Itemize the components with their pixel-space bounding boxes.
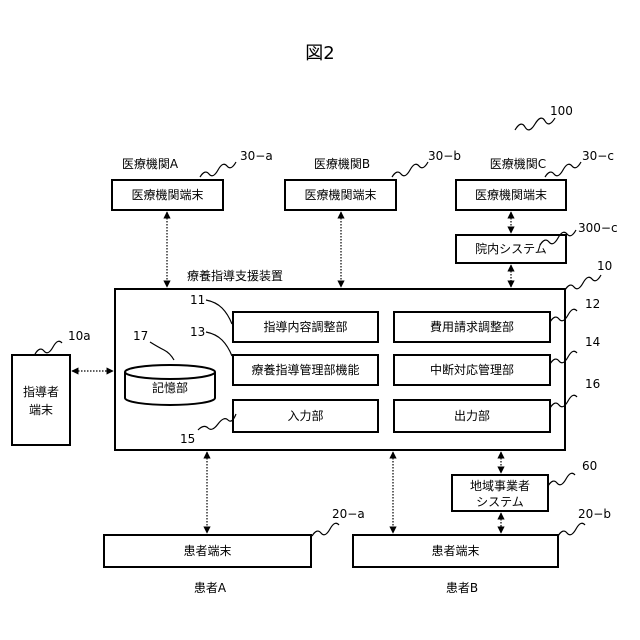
institution-a-name: 医療機関A	[122, 156, 179, 171]
institution-b-terminal-label: 医療機関端末	[304, 187, 376, 202]
ref-10a-leader	[35, 341, 62, 354]
ref-300c: 300−c	[578, 221, 618, 235]
institution-c-terminal-label: 医療機関端末	[475, 187, 547, 202]
instructor-terminal-line1: 指導者	[23, 384, 59, 399]
ref-30a: 30−a	[240, 149, 273, 163]
institution-a-terminal-label: 医療機関端末	[131, 187, 203, 202]
patient-b-name: 患者B	[446, 581, 478, 595]
main-device-label: 療養指導支援装置	[187, 268, 283, 283]
interruption-label: 中断対応管理部	[430, 362, 514, 377]
instructor-terminal-line2: 端末	[29, 403, 53, 417]
storage-label: 記憶部	[152, 380, 188, 395]
instructor-terminal-box	[12, 355, 70, 445]
patient-a-terminal-label: 患者端末	[183, 544, 231, 558]
management-label: 療養指導管理部機能	[251, 362, 359, 377]
institution-c-name: 医療機関C	[490, 156, 546, 171]
cost-adjust-label: 費用請求調整部	[430, 319, 514, 334]
ref-20a-leader	[312, 523, 339, 536]
ref-30c: 30−c	[582, 149, 614, 163]
institution-b-name: 医療機関B	[314, 156, 370, 171]
ref-14: 14	[585, 335, 600, 349]
hospital-system-label: 院内システム	[475, 242, 547, 256]
ref-30b: 30−b	[428, 149, 461, 163]
ref-10: 10	[597, 259, 612, 273]
output-label: 出力部	[454, 408, 490, 423]
ref-100: 100	[550, 104, 573, 118]
ref-20a: 20−a	[332, 507, 365, 521]
ref-12: 12	[585, 297, 600, 311]
ref-20b-leader	[558, 523, 585, 536]
ref-17: 17	[133, 329, 148, 343]
ref-30a-leader	[200, 162, 236, 177]
ref-30c-leader	[545, 162, 581, 177]
figure-title: 図2	[305, 43, 334, 64]
patient-a-name: 患者A	[194, 581, 227, 595]
ref-20b: 20−b	[578, 507, 611, 521]
ref-100-leader	[515, 118, 555, 130]
patient-b-terminal-label: 患者端末	[431, 544, 479, 558]
ref-60: 60	[582, 459, 597, 473]
ref-10-leader	[565, 275, 601, 290]
input-label: 入力部	[287, 408, 323, 423]
ref-10a: 10a	[68, 329, 91, 343]
ref-30b-leader	[392, 162, 428, 177]
regional-system-line2: システム	[476, 495, 524, 509]
ref-16: 16	[585, 377, 600, 391]
ref-15: 15	[180, 432, 195, 446]
ref-13: 13	[190, 325, 205, 339]
regional-system-line1: 地域事業者	[470, 479, 530, 493]
ref-11: 11	[190, 293, 205, 307]
ref-60-leader	[548, 473, 575, 486]
guidance-adjust-label: 指導内容調整部	[263, 319, 347, 334]
